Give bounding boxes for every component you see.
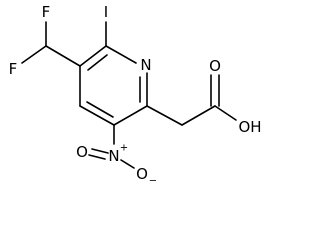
bond-c3-c2-inner: [87, 54, 108, 71]
atom-ring-nitrogen: N: [140, 56, 151, 74]
bond-cooh-oh: [214, 105, 237, 121]
atom-carbonyl-oxygen: O: [209, 57, 221, 75]
atom-nitro-oxygen-double: O: [76, 143, 88, 161]
bond-nitro-o-single: [120, 159, 135, 169]
charge-nitro-nitrogen: +: [120, 143, 128, 154]
atom-nitro-oxygen-single: O: [136, 165, 148, 183]
bond-c6-ch2: [146, 105, 183, 126]
bond-chf2-f-lower: [21, 45, 47, 64]
atom-hydroxyl: OH: [238, 118, 261, 136]
bond-c2-n1: [105, 45, 137, 64]
charge-nitro-oxygen: −: [149, 176, 157, 187]
atom-f-lower: F: [9, 60, 18, 78]
bond-ch2-cooh: [181, 105, 216, 126]
bond-c5-c4: [79, 105, 115, 126]
bond-c5-c4-inner: [86, 101, 114, 118]
molecule-diagram: F F I N O OH N + O O −: [9, 3, 262, 187]
bond-c6-c5: [113, 105, 148, 126]
bond-nitro-o-double-b: [88, 154, 106, 160]
bond-c3-c2: [79, 45, 107, 67]
atom-iodine: I: [104, 3, 108, 21]
structure-drawing: F F I N O OH N + O O −: [9, 3, 262, 187]
bond-c3-chf2: [45, 45, 81, 67]
atom-nitro-nitrogen: N: [108, 147, 119, 165]
bond-nitro-o-double-a: [91, 148, 109, 154]
atom-f-upper: F: [42, 3, 51, 21]
